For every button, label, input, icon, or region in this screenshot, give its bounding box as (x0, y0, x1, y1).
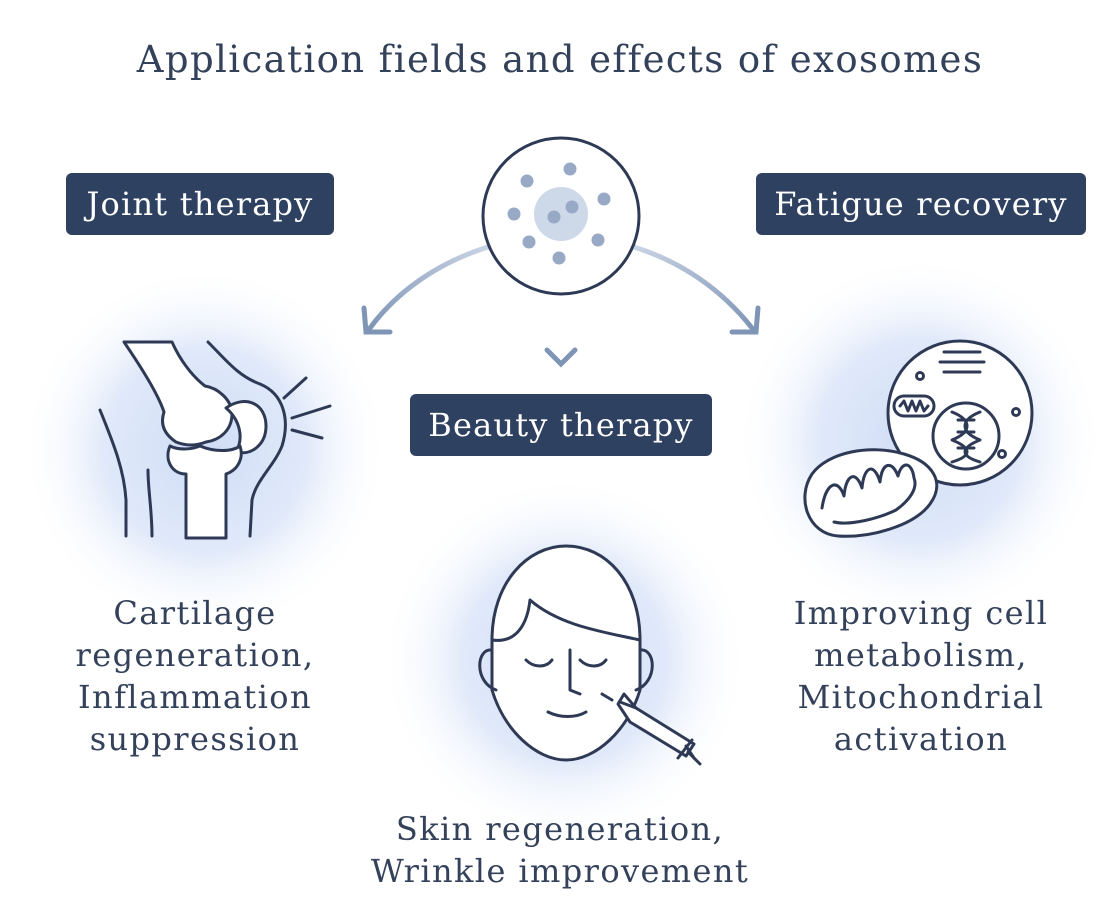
effect-line: suppression (89, 720, 301, 758)
effect-line: regeneration, (75, 636, 315, 674)
effect-line: Improving cell (793, 594, 1049, 632)
effect-line: Wrinkle improvement (370, 852, 750, 890)
effect-line: metabolism, (814, 636, 1028, 674)
fatigue-recovery-label: Fatigue recovery (756, 173, 1086, 235)
effect-line: Skin regeneration, (395, 810, 725, 848)
effect-line: Mitochondrial (797, 678, 1045, 716)
arrow-to-fatigue (631, 244, 761, 335)
knee-joint-icon (98, 340, 332, 540)
face-injection-icon (478, 544, 702, 766)
beauty-therapy-label: Beauty therapy (410, 394, 712, 456)
page-title: Application fields and effects of exosom… (136, 38, 984, 81)
joint-effects-text: Cartilage regeneration, Inflammation sup… (40, 592, 350, 760)
effect-line: activation (833, 720, 1009, 758)
effect-line: Inflammation (78, 678, 312, 716)
arrow-to-joint (361, 244, 491, 335)
arrow-to-beauty (544, 299, 578, 368)
cell-mitochondria-icon (803, 339, 1034, 538)
joint-therapy-label: Joint therapy (66, 173, 334, 235)
fatigue-effects-text: Improving cell metabolism, Mitochondrial… (766, 592, 1076, 760)
effect-line: Cartilage (113, 594, 277, 632)
beauty-effects-text: Skin regeneration, Wrinkle improvement (330, 808, 790, 892)
exosome-icon (481, 136, 641, 296)
